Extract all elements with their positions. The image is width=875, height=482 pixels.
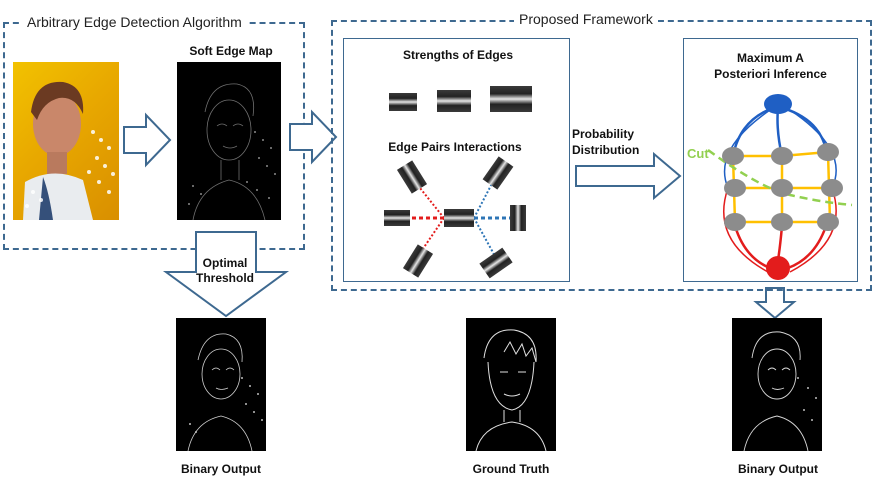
cut-label: Cut <box>687 146 709 161</box>
edge-filter-bottom-left <box>402 244 434 278</box>
sink-edge-4 <box>723 187 769 273</box>
graph-node <box>817 143 839 161</box>
sink-edge-2 <box>776 225 784 261</box>
binary-output-left-sketch <box>187 333 263 451</box>
soft-edge-map-image <box>177 62 281 220</box>
probability-panel <box>343 38 570 282</box>
source-edge-3 <box>782 106 828 151</box>
ground-truth-sketch <box>475 329 547 451</box>
graph-node <box>724 213 746 231</box>
output-label-binary-left: Binary Output <box>181 462 261 476</box>
graph-node <box>771 147 793 165</box>
edge-strength-medium <box>437 90 471 112</box>
edge-filter-bottom-right <box>479 247 513 279</box>
input-portrait-image <box>13 62 119 220</box>
interaction-left-top <box>411 177 445 219</box>
interaction-right-top <box>473 171 499 219</box>
map-inference-title: Maximum A Posteriori Inference <box>688 50 853 82</box>
edge-filter-left <box>384 210 410 226</box>
edge-filter-center <box>444 209 474 227</box>
binary-output-right-image <box>732 318 822 451</box>
sink-node <box>766 256 790 280</box>
graph-node <box>771 179 793 197</box>
edge-detection-title: Arbitrary Edge Detection Algorithm <box>22 14 247 30</box>
strengths-of-edges-label: Strengths of Edges <box>402 48 513 62</box>
sink-edge-3 <box>787 225 828 270</box>
edge-filter-top-right <box>482 156 514 190</box>
binary-output-left-image <box>176 318 266 451</box>
portrait-illustration <box>23 81 115 220</box>
probability-distribution-label: Probability Distribution <box>572 126 652 158</box>
edge-filter-top-left <box>396 160 428 194</box>
optimal-threshold-label: Optimal Threshold <box>180 256 270 286</box>
graph-node <box>817 213 839 231</box>
cut-line <box>707 148 853 207</box>
edge-strength-strong <box>490 86 532 112</box>
proposed-framework-title: Proposed Framework <box>514 11 658 27</box>
edge-pairs-label: Edge Pairs Interactions <box>388 140 522 154</box>
binary-output-right-sketch <box>743 331 817 451</box>
soft-edge-map-label: Soft Edge Map <box>189 44 273 58</box>
sink-edge-1 <box>733 225 771 270</box>
source-node <box>764 94 792 114</box>
map-title-line-1: Maximum A <box>737 51 804 65</box>
threshold-line-1: Optimal <box>202 256 248 270</box>
graph-node <box>821 179 843 197</box>
edge-filter-right <box>510 205 526 231</box>
edge-strength-weak <box>389 93 417 111</box>
ground-truth-image <box>466 318 556 451</box>
graph-node <box>771 213 793 231</box>
graph-node <box>724 179 746 197</box>
output-label-ground-truth: Ground Truth <box>472 462 550 476</box>
probability-line-1: Probability <box>572 127 635 141</box>
output-label-binary-right: Binary Output <box>738 462 818 476</box>
graph-node <box>722 147 744 165</box>
threshold-line-2: Threshold <box>195 271 254 285</box>
probability-line-2: Distribution <box>572 143 640 157</box>
soft-edge-sketch <box>188 83 276 220</box>
sink-edge-5 <box>789 187 837 273</box>
map-title-line-2: Posteriori Inference <box>714 67 827 81</box>
